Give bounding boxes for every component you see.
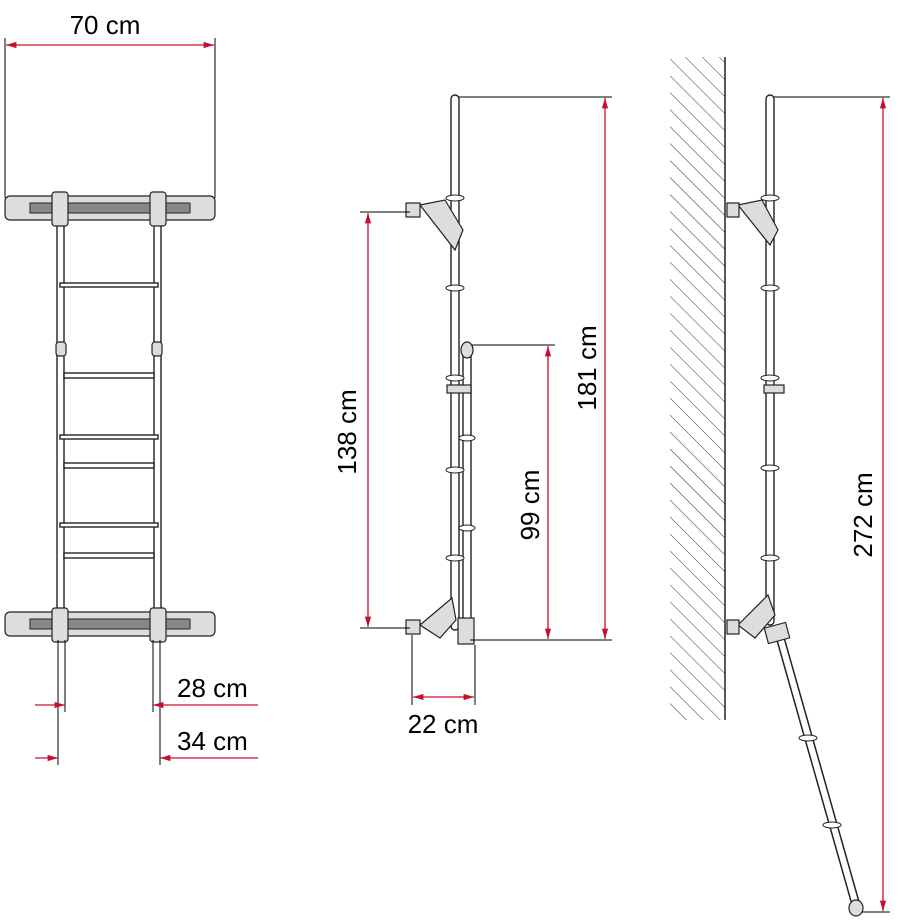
rungs <box>59 282 159 559</box>
label-bracket-distance: 138 cm <box>332 389 362 474</box>
dim-rail-spacing: 28 cm 34 cm <box>35 640 258 765</box>
installed-view <box>670 57 864 917</box>
label-front-width: 70 cm <box>70 10 141 40</box>
top-bracket <box>4 191 216 227</box>
side-view-ladder <box>405 94 476 645</box>
bottom-bracket <box>4 607 216 643</box>
dim-side: 181 cm 138 cm 99 cm 22 cm <box>332 96 612 739</box>
dim-front-width: 70 cm <box>4 10 216 198</box>
front-view-ladder <box>4 93 216 643</box>
label-rail-inner: 28 cm <box>177 673 248 703</box>
label-total-height: 272 cm <box>848 472 878 557</box>
label-ladder-height: 181 cm <box>572 325 602 410</box>
dim-total: 272 cm <box>774 96 890 913</box>
label-wall-offset: 22 cm <box>408 709 479 739</box>
label-pullout-height: 99 cm <box>515 470 545 541</box>
vehicle-wall <box>670 57 725 720</box>
pullout-section <box>763 621 864 917</box>
label-rail-outer: 34 cm <box>177 726 248 756</box>
